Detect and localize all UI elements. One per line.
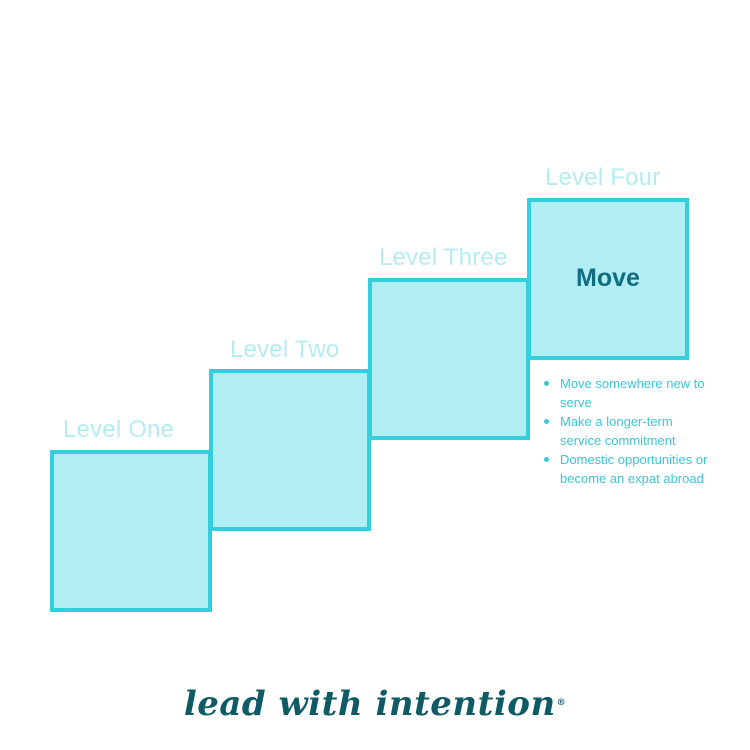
level-one-label: Level One <box>63 416 175 443</box>
level-three-label: Level Three <box>379 244 508 271</box>
level-four-title: Move <box>576 264 640 292</box>
registered-mark: ® <box>556 698 567 708</box>
brand-logo: lead with intention® <box>0 684 750 724</box>
level-four-bullets: Move somewhere new to serve Make a longe… <box>540 374 710 488</box>
bullet-item: Move somewhere new to serve <box>540 374 710 412</box>
logo-text: lead with intention <box>183 684 556 724</box>
bullet-item: Make a longer-term service commitment <box>540 412 710 450</box>
level-two-box <box>209 369 371 531</box>
level-one-box <box>50 450 212 612</box>
bullet-item: Domestic opportunities or become an expa… <box>540 450 710 488</box>
level-four-label: Level Four <box>545 164 661 191</box>
level-three-box <box>368 278 530 440</box>
level-four-box: Move <box>527 198 689 360</box>
level-two-label: Level Two <box>230 336 340 363</box>
